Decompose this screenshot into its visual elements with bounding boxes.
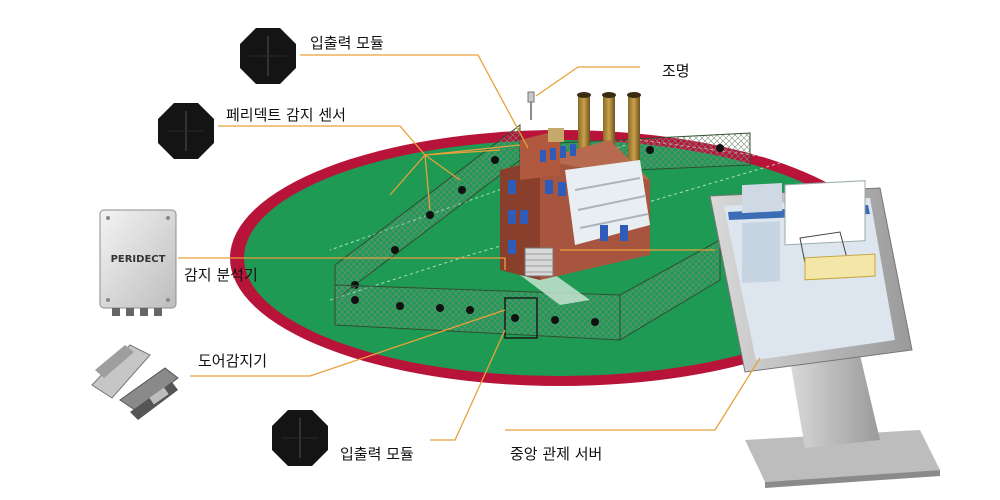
- label-lighting: 조명: [662, 62, 690, 80]
- detection-analyzer-device: PERIDECT: [99, 209, 177, 316]
- io-module-top-icon: [240, 28, 296, 84]
- perimeter-sensor-icon: [158, 103, 214, 159]
- central-server-monitor: [709, 180, 940, 488]
- device-brand-logo: PERIDECT: [111, 254, 166, 265]
- label-central-server: 중앙 관제 서버: [510, 445, 603, 463]
- io-module-bottom-icon: [272, 410, 328, 466]
- lighting-fixture: [527, 91, 535, 120]
- label-analyzer: 감지 분석기: [184, 266, 258, 284]
- perimeter-dashed-line: [329, 139, 791, 301]
- label-io-module-top: 입출력 모듈: [310, 34, 384, 52]
- label-perimeter-sensor: 페리덱트 감지 센서: [226, 106, 346, 124]
- label-door-sensor: 도어감지기: [198, 352, 268, 370]
- factory-building: [500, 92, 650, 280]
- leader-lines: [178, 54, 761, 441]
- label-io-module-bottom: 입출력 모듈: [340, 445, 414, 463]
- door-sensor-device: [91, 344, 179, 420]
- fence-right: [619, 239, 721, 341]
